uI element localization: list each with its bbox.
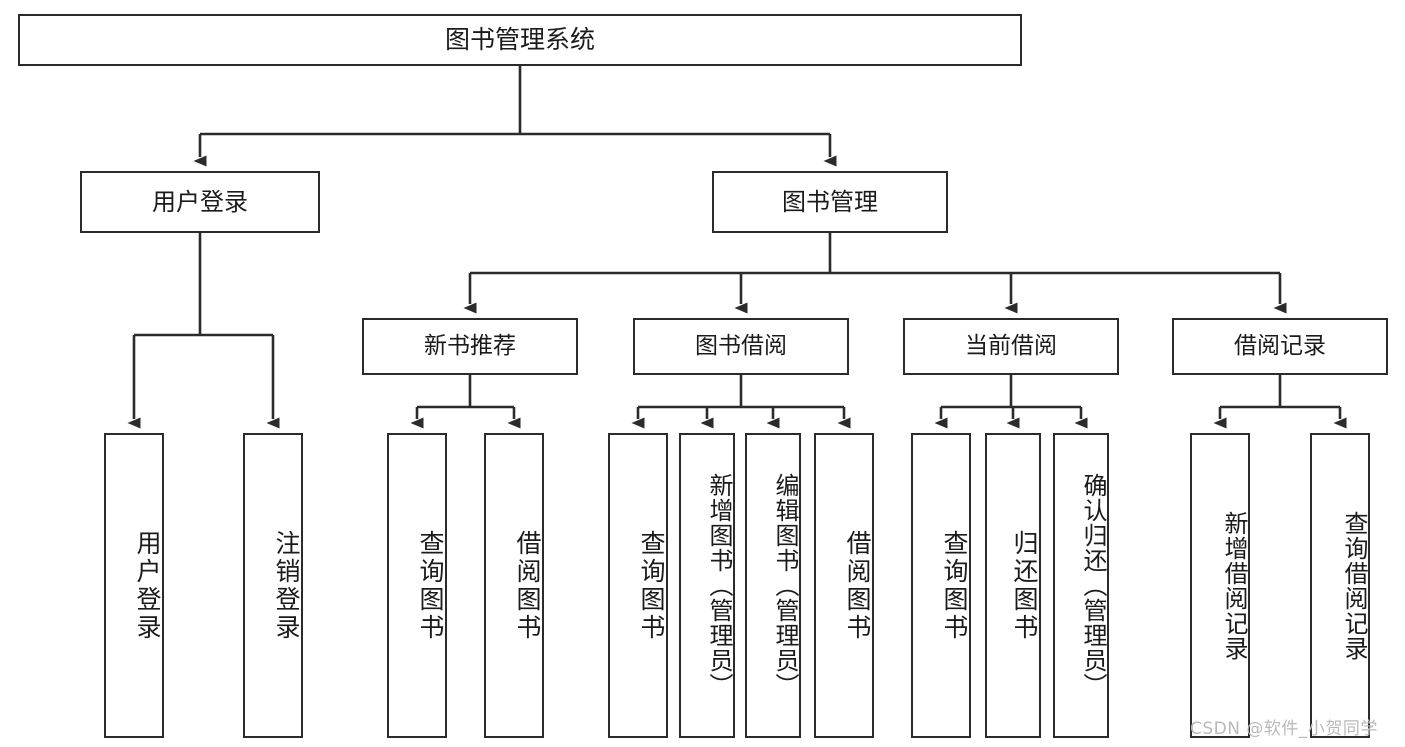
node-leaf-add-borrow-record: 新增借阅记录: [1190, 433, 1250, 738]
node-leaf-query-book-current: 查询图书: [911, 433, 971, 738]
node-book-borrow: 图书借阅: [633, 318, 849, 375]
node-leaf-return-book: 归还图书: [985, 433, 1041, 738]
node-leaf-logout: 注销登录: [243, 433, 303, 738]
node-new-book-recommend: 新书推荐: [362, 318, 578, 375]
node-current-borrow: 当前借阅: [903, 318, 1119, 375]
node-leaf-query-borrow-record: 查询借阅记录: [1310, 433, 1370, 738]
node-user-login: 用户登录: [80, 171, 320, 233]
node-leaf-confirm-return-admin: 确认归还（管理员）: [1053, 433, 1109, 738]
node-leaf-add-book-admin: 新增图书（管理员）: [679, 433, 735, 738]
node-borrow-record: 借阅记录: [1172, 318, 1388, 375]
node-leaf-edit-book-admin: 编辑图书（管理员）: [745, 433, 801, 738]
node-leaf-user-login: 用户登录: [104, 433, 164, 738]
node-leaf-borrow-book-newbook: 借阅图书: [484, 433, 544, 738]
node-leaf-query-book-borrow: 查询图书: [608, 433, 668, 738]
node-leaf-query-book-newbook: 查询图书: [387, 433, 447, 738]
node-leaf-borrow-book: 借阅图书: [814, 433, 874, 738]
node-book-management: 图书管理: [712, 171, 948, 233]
node-root-system: 图书管理系统: [18, 14, 1022, 66]
csdn-watermark: CSDN @软件_小贺同学: [1190, 719, 1378, 739]
